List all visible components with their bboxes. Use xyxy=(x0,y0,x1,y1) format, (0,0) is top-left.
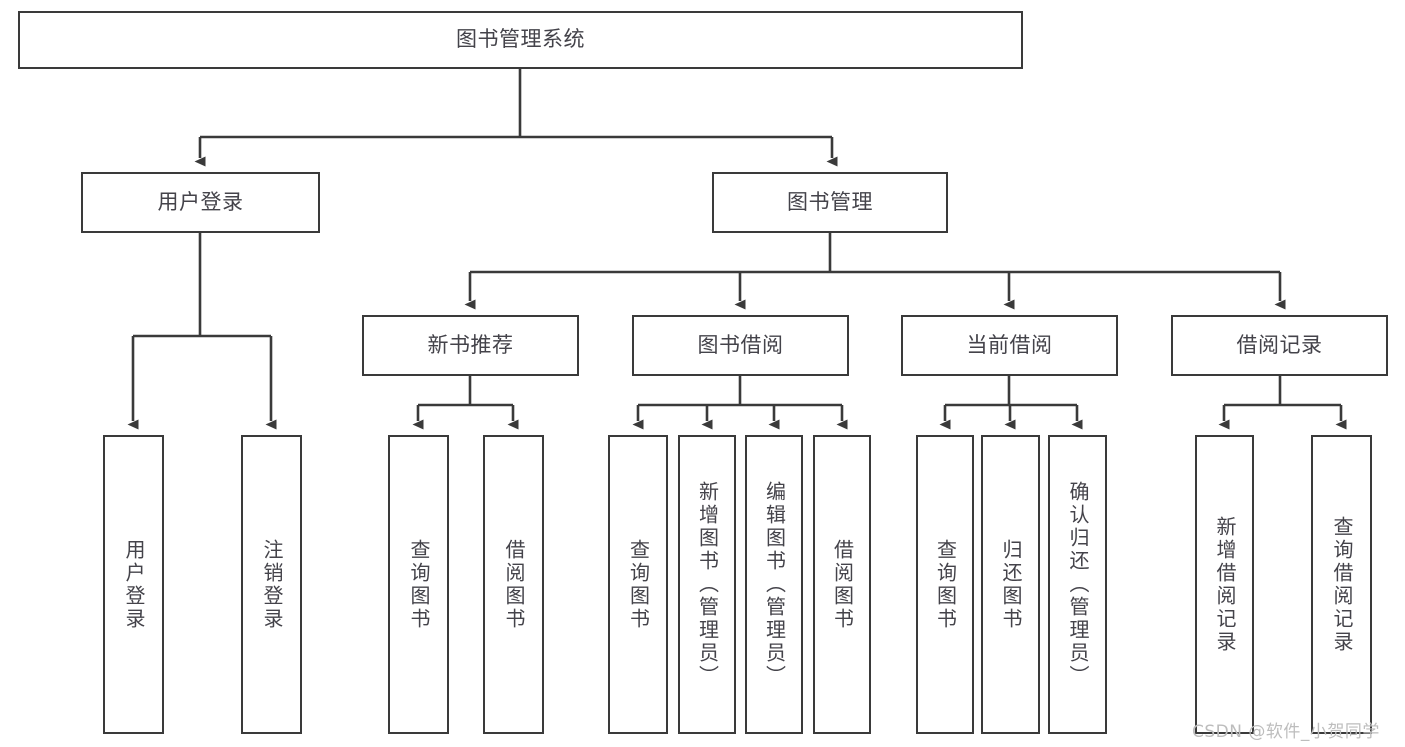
node-borrow-record[interactable]: 借阅记录 xyxy=(1171,315,1388,376)
leaf-logout[interactable]: 注销登录 xyxy=(241,435,302,734)
node-root[interactable]: 图书管理系统 xyxy=(18,11,1023,69)
node-user-login[interactable]: 用户登录 xyxy=(81,172,320,233)
node-book-management-label: 图书管理 xyxy=(787,189,873,214)
leaf-add-borrow-record[interactable]: 新增借阅记录 xyxy=(1195,435,1254,734)
node-current-borrow[interactable]: 当前借阅 xyxy=(901,315,1118,376)
leaf-query-book-newbook-label: 查询图书 xyxy=(407,538,431,631)
leaf-return-book-label: 归还图书 xyxy=(999,538,1023,631)
leaf-borrow-book-newbook-label: 借阅图书 xyxy=(502,538,526,631)
leaf-add-book-admin-label: 新增图书（管理员） xyxy=(695,481,720,688)
node-root-label: 图书管理系统 xyxy=(456,27,585,52)
leaf-query-book-current[interactable]: 查询图书 xyxy=(916,435,974,734)
leaf-edit-book-admin[interactable]: 编辑图书（管理员） xyxy=(745,435,803,734)
node-book-management[interactable]: 图书管理 xyxy=(712,172,948,233)
leaf-query-book-borrow-label: 查询图书 xyxy=(626,538,651,631)
leaf-return-book[interactable]: 归还图书 xyxy=(981,435,1040,734)
leaf-query-book-newbook[interactable]: 查询图书 xyxy=(388,435,449,734)
leaf-confirm-return-admin[interactable]: 确认归还（管理员） xyxy=(1048,435,1107,734)
node-user-login-label: 用户登录 xyxy=(157,189,244,214)
node-new-book-recommend[interactable]: 新书推荐 xyxy=(362,315,579,376)
node-book-borrow[interactable]: 图书借阅 xyxy=(632,315,849,376)
leaf-user-login-label: 用户登录 xyxy=(122,538,146,631)
node-book-borrow-label: 图书借阅 xyxy=(697,332,784,357)
watermark: CSDN @软件_小贺同学 xyxy=(1192,722,1380,742)
node-current-borrow-label: 当前借阅 xyxy=(966,332,1053,357)
leaf-borrow-book-newbook[interactable]: 借阅图书 xyxy=(483,435,544,734)
leaf-add-book-admin[interactable]: 新增图书（管理员） xyxy=(678,435,736,734)
leaf-query-borrow-record[interactable]: 查询借阅记录 xyxy=(1311,435,1372,734)
leaf-logout-label: 注销登录 xyxy=(260,538,284,631)
leaf-confirm-return-admin-label: 确认归还（管理员） xyxy=(1066,481,1090,688)
leaf-user-login[interactable]: 用户登录 xyxy=(103,435,164,734)
leaf-add-borrow-record-label: 新增借阅记录 xyxy=(1213,515,1237,654)
leaf-query-borrow-record-label: 查询借阅记录 xyxy=(1330,515,1354,654)
leaf-borrow-book-label: 借阅图书 xyxy=(830,538,855,631)
node-borrow-record-label: 借阅记录 xyxy=(1236,332,1323,357)
leaf-query-book-borrow[interactable]: 查询图书 xyxy=(608,435,668,734)
leaf-edit-book-admin-label: 编辑图书（管理员） xyxy=(762,481,787,688)
node-new-book-recommend-label: 新书推荐 xyxy=(427,332,514,357)
leaf-borrow-book[interactable]: 借阅图书 xyxy=(813,435,871,734)
leaf-query-book-current-label: 查询图书 xyxy=(933,538,958,631)
